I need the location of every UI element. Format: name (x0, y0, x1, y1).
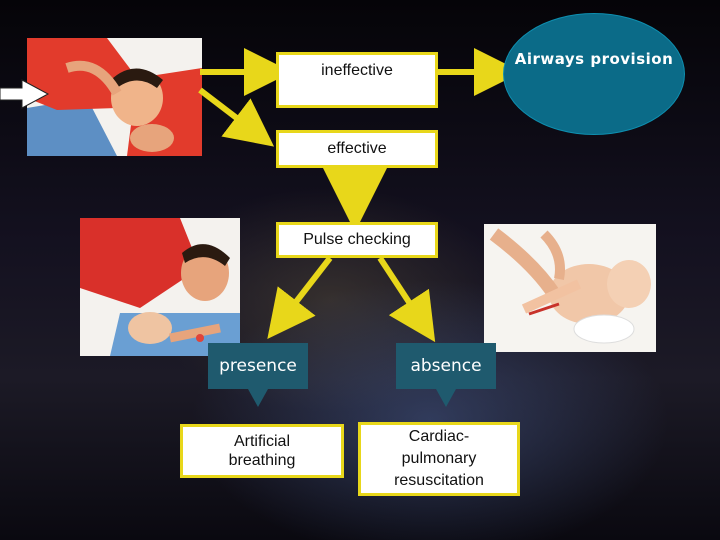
pulse-checking-label: Pulse checking (303, 231, 411, 248)
cpr-box: Cardiac-pulmonary resuscitation (358, 422, 520, 496)
ineffective-label: ineffective (321, 62, 393, 79)
pulse-check-illustration (80, 218, 240, 356)
pulse-checking-box: Pulse checking (276, 222, 438, 258)
ineffective-box: ineffective (276, 52, 438, 108)
presence-banner: presence (208, 343, 308, 407)
airways-provision-ellipse: Airways provision (503, 13, 685, 135)
airway-illustration (27, 38, 202, 156)
pointer-arrow (0, 79, 50, 109)
airways-provision-label: Airways provision (514, 50, 674, 68)
cpr-label: Cardiac-pulmonary resuscitation (394, 428, 484, 489)
absence-banner: absence (396, 343, 496, 407)
presence-label: presence (219, 356, 297, 376)
effective-label: effective (327, 140, 387, 157)
effective-box: effective (276, 130, 438, 168)
artificial-breathing-box: Artificial breathing (180, 424, 344, 478)
absence-label: absence (410, 356, 482, 376)
artificial-breathing-label: Artificial breathing (228, 433, 296, 469)
infant-pulse-illustration (484, 224, 656, 352)
